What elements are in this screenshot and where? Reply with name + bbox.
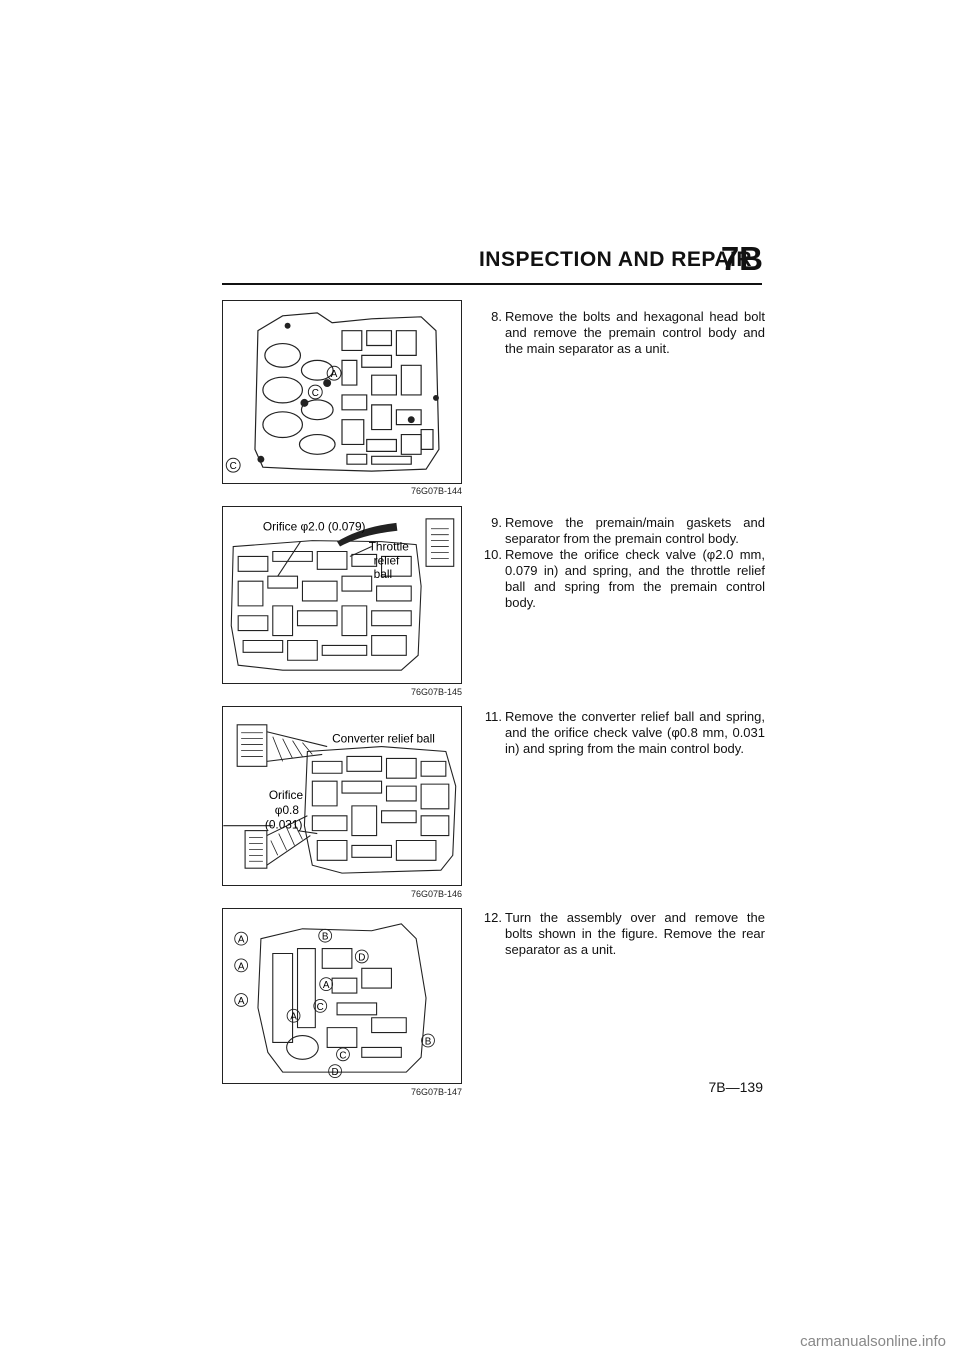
figure-144-label-c2: C [230, 461, 237, 472]
watermark-link[interactable]: carmanualsonline.info [800, 1333, 946, 1350]
throttle-label: Throttle [369, 540, 410, 554]
ball-label: ball [374, 567, 392, 581]
main-body-illustration: Converter relief ball Orifice φ0.8 (0.03… [223, 724, 457, 874]
step-10: 10. Remove the orifice check valve (φ2.0… [480, 547, 765, 611]
figure-146: Converter relief ball Orifice φ0.8 (0.03… [222, 706, 462, 886]
step-10-text: Remove the orifice check valve (φ2.0 mm,… [505, 547, 765, 610]
figure-147: A A A A A B B C C D D [222, 908, 462, 1084]
rear-label-a5: A [290, 1012, 297, 1023]
figure-145-code: 76G07B-145 [410, 687, 462, 697]
figure-144-code: 76G07B-144 [410, 486, 462, 496]
converter-relief-label: Converter relief ball [332, 732, 435, 746]
step-8-text: Remove the bolts and hexagonal head bolt… [505, 309, 765, 356]
step-9-number: 9. [491, 515, 502, 530]
step-11-number: 11. [484, 709, 502, 724]
figure-147-code: 76G07B-147 [410, 1087, 462, 1097]
orifice-size-label: φ0.8 [275, 803, 300, 817]
header-rule [222, 283, 762, 285]
step-9: 9. Remove the premain/main gaskets and s… [480, 515, 765, 547]
section-code: 7B [720, 240, 763, 277]
step-11-text: Remove the converter relief ball and spr… [505, 709, 765, 756]
premain-body-illustration: Orifice φ2.0 (0.079) Throttle relief bal… [230, 518, 455, 671]
figure-144-label-a: A [331, 369, 338, 380]
orifice-label-2: Orifice [269, 788, 304, 802]
rear-label-d1: D [358, 952, 365, 963]
step-10-number: 10. [483, 547, 502, 562]
orifice-label: Orifice φ2.0 (0.079) [263, 520, 366, 534]
rear-label-d2: D [332, 1067, 339, 1078]
rear-label-a2: A [238, 961, 245, 972]
figure-145: Orifice φ2.0 (0.079) Throttle relief bal… [222, 506, 462, 684]
step-12-text: Turn the assembly over and remove the bo… [505, 910, 765, 957]
step-9-text: Remove the premain/main gaskets and sepa… [505, 515, 765, 546]
valve-body-illustration: A C C [225, 312, 440, 473]
rear-label-c1: C [317, 1002, 324, 1013]
figure-146-code: 76G07B-146 [410, 889, 462, 899]
step-8-number: 8. [491, 309, 502, 324]
rear-label-b1: B [322, 932, 329, 943]
relief-label: relief [374, 553, 400, 567]
rear-label-c2: C [339, 1050, 346, 1061]
rear-label-a3: A [238, 996, 245, 1007]
step-12: 12. Turn the assembly over and remove th… [480, 910, 765, 958]
rear-label-a4: A [323, 980, 330, 991]
step-8: 8. Remove the bolts and hexagonal head b… [480, 309, 765, 357]
orifice-inch-label: (0.031) [265, 818, 303, 832]
figure-144-label-c: C [312, 388, 319, 399]
step-11: 11. Remove the converter relief ball and… [480, 709, 765, 757]
header-title: INSPECTION AND REPAIR [478, 248, 752, 271]
rear-label-b2: B [425, 1036, 432, 1047]
page-number: 7B—139 [708, 1079, 763, 1095]
rear-label-a1: A [238, 935, 245, 946]
step-12-number: 12. [483, 910, 502, 925]
rear-body-illustration: A A A A A B B C C D D [234, 923, 435, 1078]
figure-144: A C C [222, 300, 462, 484]
